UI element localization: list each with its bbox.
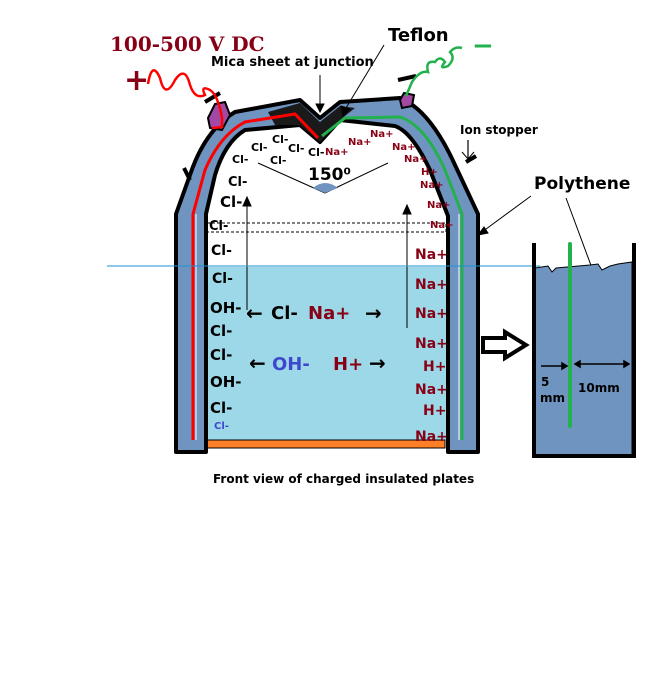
center-cation-2: H+: [333, 354, 363, 375]
polythene-label: Polythene: [534, 174, 630, 194]
ion-label: Cl-: [210, 399, 232, 417]
dimension-5: 5: [541, 375, 549, 389]
ion-label: Na+: [415, 277, 448, 293]
dimension-arrows: [541, 359, 631, 371]
ion-label: Na+: [415, 336, 448, 352]
ion-labels: Cl-Cl-Cl-Cl-Cl-Cl-Na+Na+Na+Na+Na+H+Na+Na…: [209, 129, 454, 445]
pointer-arrows: [242, 44, 604, 328]
negative-clip: [397, 74, 417, 82]
ion-stopper-band: [206, 222, 447, 233]
view-arrow: [481, 328, 530, 362]
ion-label: H+: [423, 359, 446, 375]
dimension-5-unit: mm: [540, 391, 565, 405]
ion-label: Na+: [430, 220, 454, 231]
ion-label: Na+: [415, 382, 448, 398]
mica-label: Mica sheet at junction: [211, 55, 374, 70]
ion-label: Cl-: [210, 346, 232, 364]
negative-connector: [398, 91, 416, 110]
ion-label: Na+: [415, 306, 448, 322]
arrow-left-1: ←: [246, 301, 263, 325]
side-view-polythene-fill: [534, 261, 633, 456]
ion-label: Na+: [415, 247, 448, 263]
positive-clip: [203, 91, 222, 104]
dimension-10: 10mm: [578, 381, 620, 395]
ion-label: Cl-: [220, 193, 242, 211]
negative-electrode: [321, 115, 464, 440]
negative-wire: [404, 46, 463, 97]
teflon-label: Teflon: [388, 25, 449, 46]
ion-label: Cl-: [228, 175, 247, 190]
ion-label: Na+: [420, 180, 444, 191]
stopper-tick-left: [182, 167, 192, 181]
caption: Front view of charged insulated plates: [213, 472, 474, 486]
angle-arc: [313, 183, 338, 193]
positive-connector: [206, 100, 232, 132]
positive-electrode: [191, 112, 320, 440]
ion-label: Na+: [348, 137, 372, 148]
arrow-right-1: →: [365, 301, 382, 325]
ion-label: Cl-: [272, 133, 288, 146]
ion-label: Cl-: [211, 243, 232, 259]
ion-stopper-label: Ion stopper: [460, 123, 538, 137]
ion-label: OH-: [210, 373, 242, 391]
positive-sign: +: [124, 63, 149, 98]
ion-label: Cl-: [288, 142, 304, 155]
mica-sheet: [268, 103, 355, 142]
ion-label: Na+: [370, 129, 394, 140]
ion-label: Na+: [404, 154, 428, 165]
ion-label: Cl-: [270, 154, 286, 167]
arrow-left-2: ←: [249, 351, 266, 375]
ion-label: Cl-: [251, 141, 267, 154]
voltage-label: 100-500 V DC: [110, 32, 265, 56]
ion-label: Cl-: [212, 271, 233, 287]
center-anion-1: Cl-: [271, 303, 298, 324]
solution: [206, 267, 448, 440]
ion-label: Na+: [392, 142, 416, 153]
ion-label: H+: [423, 403, 446, 419]
base-plate: [206, 439, 446, 449]
ion-label: Na+: [415, 429, 448, 445]
ion-label: OH-: [210, 299, 242, 317]
arrow-right-2: →: [369, 351, 386, 375]
center-anion-2: OH-: [272, 354, 310, 375]
ion-label: Cl-: [210, 322, 232, 340]
ion-label: Cl-: [232, 153, 248, 166]
ion-label: Cl-: [214, 421, 229, 432]
angle-label: 150⁰: [308, 165, 351, 185]
stopper-tick-right: [464, 154, 478, 164]
ion-label: Na+: [427, 200, 451, 211]
ion-label: Cl-: [308, 146, 324, 159]
ion-label: H+: [421, 167, 438, 178]
side-view-container: [532, 243, 636, 458]
positive-wire: [146, 69, 224, 130]
negative-sign: −: [472, 31, 494, 61]
center-cation-1: Na+: [308, 303, 350, 324]
ion-label: Na+: [325, 147, 349, 158]
ion-label: Cl-: [209, 219, 228, 234]
